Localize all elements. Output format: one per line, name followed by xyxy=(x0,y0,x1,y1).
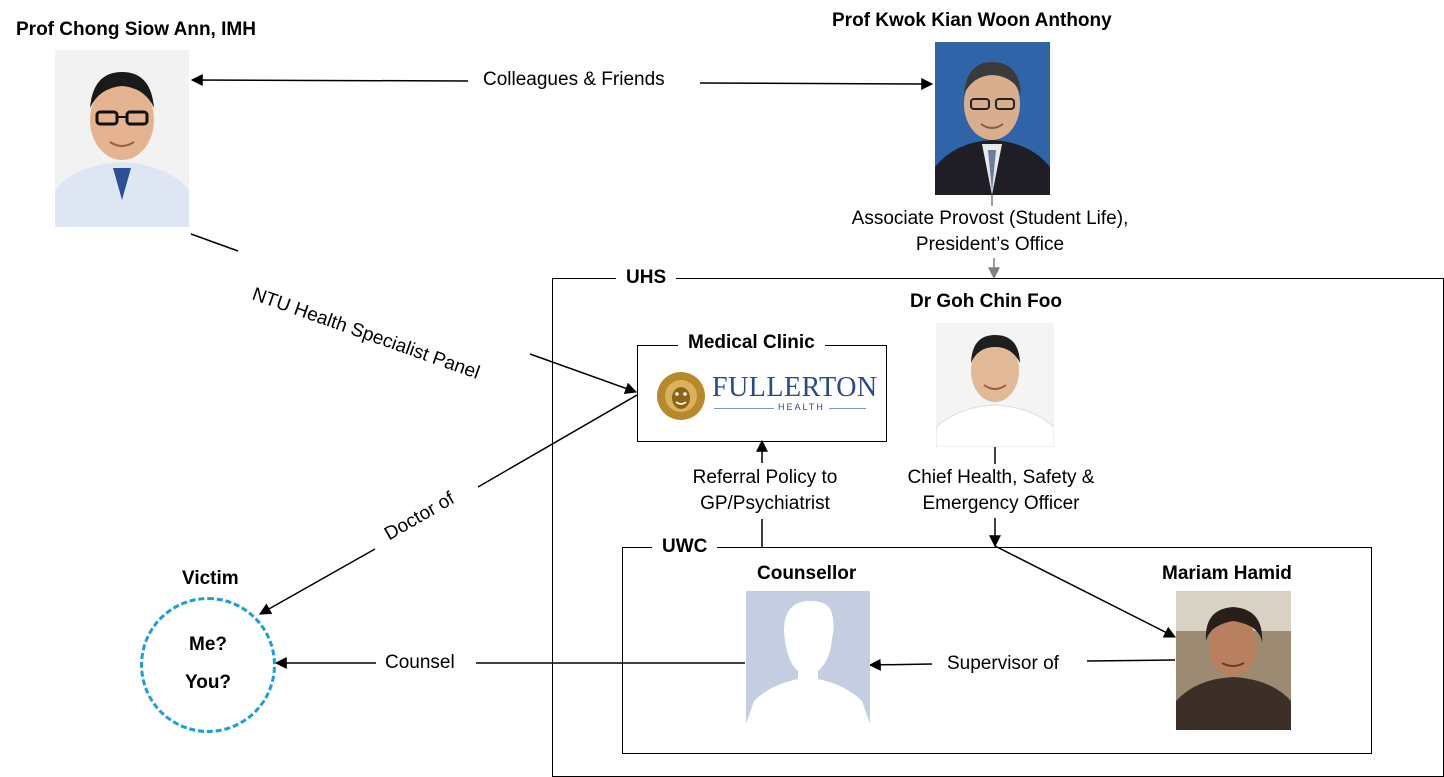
colleagues-label: Colleagues & Friends xyxy=(483,69,665,90)
counsellor-name: Counsellor xyxy=(757,563,857,584)
chong-name: Prof Chong Siow Ann, IMH xyxy=(16,19,256,40)
referral-label-line2: GP/Psychiatrist xyxy=(700,493,830,514)
fullerton-wordmark: FULLERTON xyxy=(712,372,878,403)
uhs-title: UHS xyxy=(616,267,677,289)
supervisor-line-left xyxy=(868,658,933,671)
doctor-line-b xyxy=(258,548,376,615)
victim-me: Me? xyxy=(189,634,227,655)
chief-officer-label-line2: Emergency Officer xyxy=(922,493,1080,514)
person-photo-icon xyxy=(55,72,189,227)
referral-label: Referral Policy to GP/Psychiatrist xyxy=(662,465,868,517)
chief-officer-label: Chief Health, Safety & Emergency Officer xyxy=(890,465,1112,517)
colleagues-line-right xyxy=(699,77,934,90)
person-photo-icon xyxy=(1176,591,1291,730)
victim-you: You? xyxy=(184,672,232,693)
panel-line-b xyxy=(529,353,638,395)
fullerton-sub: HEALTH xyxy=(774,402,829,412)
provost-label-line1: Associate Provost (Student Life), xyxy=(851,208,1129,229)
doctor-line-a xyxy=(477,394,638,488)
default-avatar-icon xyxy=(746,591,870,724)
chief-officer-label-line1: Chief Health, Safety & xyxy=(907,467,1095,488)
chong-photo xyxy=(55,50,189,227)
counsellor-photo xyxy=(746,591,870,724)
goh-name: Dr Goh Chin Foo xyxy=(910,291,1062,312)
victim-circle xyxy=(140,597,276,733)
supervisor-line-right xyxy=(1086,659,1176,662)
mariam-name: Mariam Hamid xyxy=(1162,563,1292,584)
provost-label-line2: President’s Office xyxy=(915,234,1065,255)
mariam-line xyxy=(994,545,1177,638)
fullerton-logo: FULLERTON HEALTH xyxy=(656,370,877,422)
kwok-photo xyxy=(935,42,1050,195)
uwc-title: UWC xyxy=(652,536,718,558)
person-photo-icon xyxy=(935,42,1050,195)
kwok-name: Prof Kwok Kian Woon Anthony xyxy=(832,10,1112,31)
person-photo-icon xyxy=(936,335,1054,447)
provost-label: Associate Provost (Student Life), Presid… xyxy=(830,206,1150,258)
uwc-box xyxy=(622,547,1372,754)
panel-line-a xyxy=(190,233,239,252)
lion-icon xyxy=(657,372,705,420)
mariam-photo xyxy=(1176,591,1291,730)
clinic-title: Medical Clinic xyxy=(678,332,825,354)
supervisor-of-label: Supervisor of xyxy=(947,653,1059,674)
referral-label-line1: Referral Policy to xyxy=(692,467,838,488)
victim-title: Victim xyxy=(182,568,239,589)
goh-photo xyxy=(936,323,1054,447)
colleagues-line-left xyxy=(190,74,469,87)
counsel-label: Counsel xyxy=(385,652,455,673)
